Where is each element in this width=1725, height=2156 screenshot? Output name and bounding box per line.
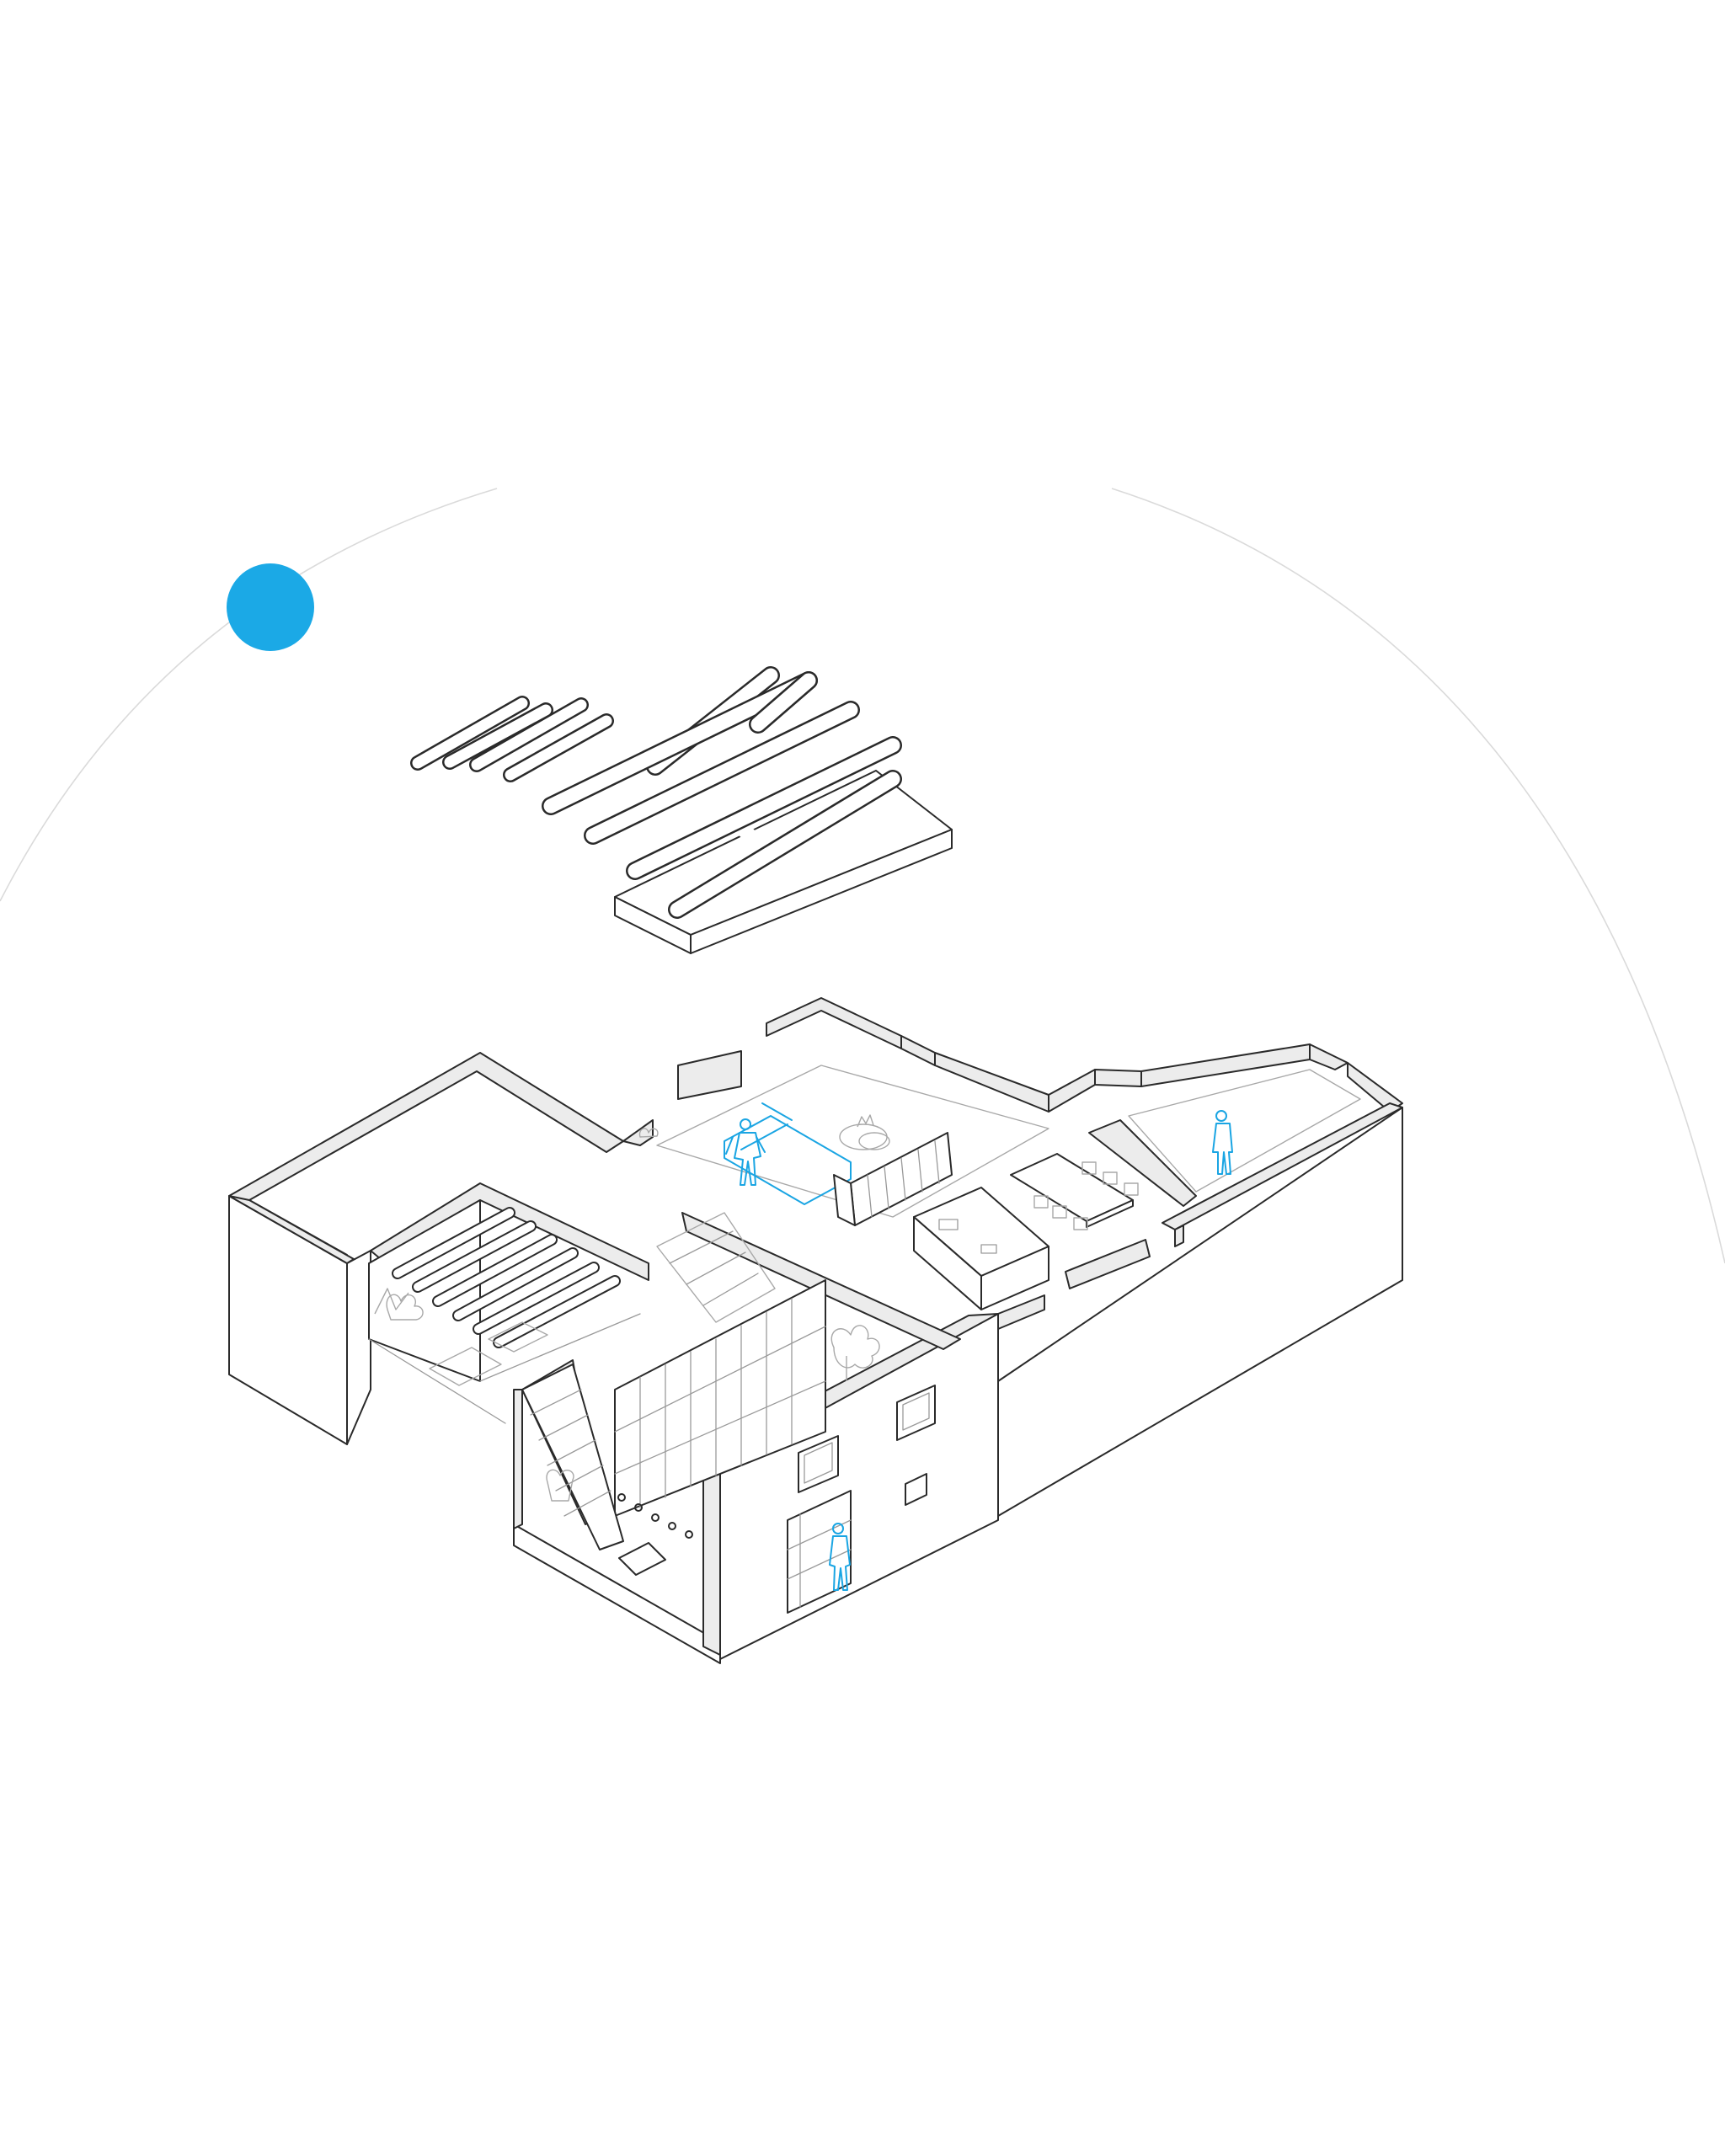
sofa bbox=[724, 1102, 852, 1205]
round-openings bbox=[617, 1493, 693, 1539]
kitchen-island bbox=[913, 1187, 1049, 1310]
bookshelf-partition bbox=[833, 1132, 953, 1226]
coffee-table bbox=[839, 1114, 890, 1150]
left-room-furniture bbox=[374, 1288, 548, 1386]
window bbox=[896, 1385, 936, 1441]
glazing-grid bbox=[614, 1298, 826, 1508]
roof-beam-structure bbox=[410, 666, 953, 954]
dining-chairs bbox=[1033, 1161, 1139, 1230]
plant-icon bbox=[638, 1128, 659, 1138]
guide-arc bbox=[0, 488, 1725, 1264]
rafters-long bbox=[542, 666, 902, 919]
wall-cut-tops bbox=[228, 997, 1403, 1656]
plant-icon bbox=[830, 1325, 880, 1381]
bedroom bbox=[1128, 1069, 1361, 1193]
stair-flight bbox=[521, 1364, 666, 1576]
building-cutaway bbox=[228, 997, 1403, 1664]
atrium-stair bbox=[521, 1212, 880, 1576]
window bbox=[905, 1473, 927, 1506]
plant-icon bbox=[386, 1294, 424, 1321]
dining-table bbox=[1010, 1153, 1139, 1230]
window bbox=[798, 1435, 839, 1493]
person-figure-living-room bbox=[725, 1118, 766, 1186]
interior-beams bbox=[392, 1207, 621, 1348]
person-figure-doorway bbox=[829, 1523, 851, 1591]
front-windows bbox=[787, 1385, 936, 1614]
rafters-short bbox=[410, 696, 614, 782]
plant-pot-icon bbox=[546, 1469, 574, 1502]
blue-marker-dot bbox=[227, 563, 314, 651]
left-room bbox=[368, 1199, 641, 1424]
upper-stair bbox=[656, 1212, 776, 1323]
person-figure-bedroom bbox=[1212, 1110, 1233, 1175]
main-floor bbox=[656, 1065, 1139, 1310]
